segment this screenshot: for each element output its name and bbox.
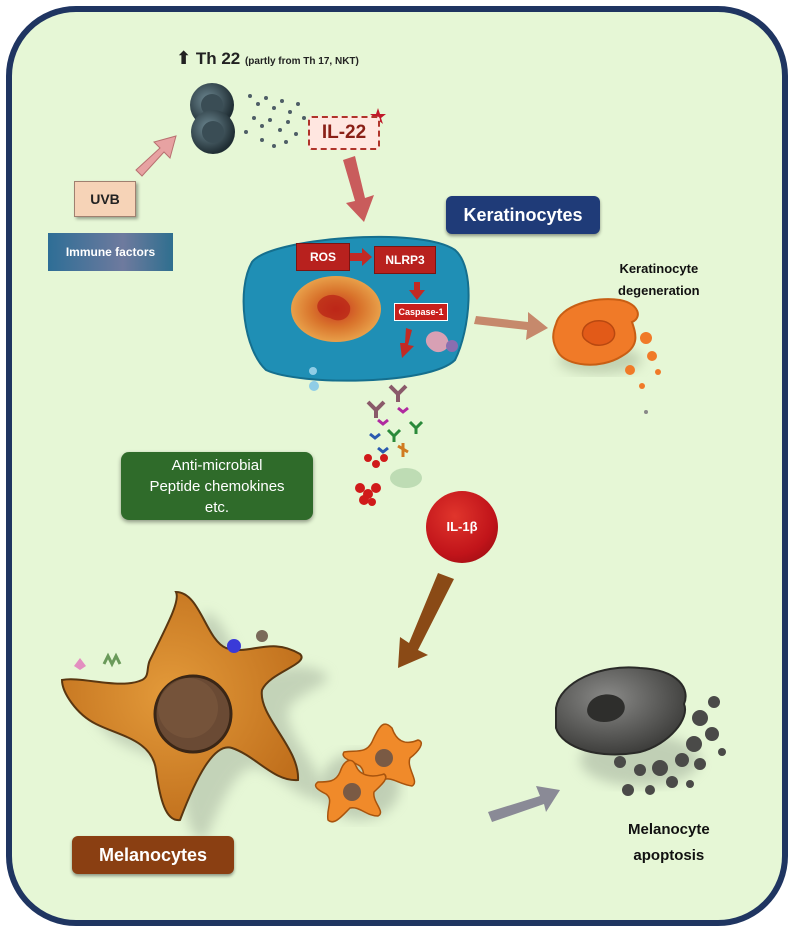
small-melanocytes [314,723,422,823]
receptor-icon [446,340,458,352]
receptor-icon [256,630,268,642]
t-cell-group [190,83,306,154]
il22-label: IL-22 [308,116,380,150]
amp-line2: Peptide chemokines [149,478,285,495]
keratinocyte-degeneration-line1: Keratinocyte [619,261,699,276]
nucleus-core [317,294,351,321]
t-cell-nucleus [202,121,224,143]
melanocytes-box: Melanocytes [72,836,234,874]
up-arrow-icon: ⬆ [176,48,192,68]
keratinocyte-degeneration-line2: degeneration [618,283,700,298]
keratinocytes-box: Keratinocytes [446,196,600,234]
immune-factors-box: Immune factors [48,233,173,271]
caspase-box: Caspase-1 [394,303,448,321]
receptor-icon [227,639,241,653]
il1b-circle: IL-1β [426,491,498,563]
arrow-il1b-to-melanocytes [398,573,454,668]
arrow-to-apoptosis [488,786,560,822]
apoptotic-melanocyte [555,666,726,796]
secreted-molecules [355,384,424,506]
vesicle [309,367,317,375]
nlrp3-box: NLRP3 [374,246,436,274]
arrow-nlrp3-to-caspase [409,282,425,300]
arrow-il22-to-keratinocyte [343,156,374,222]
degenerating-keratinocyte [552,298,661,414]
th22-note: (partly from Th 17, NKT) [244,56,359,67]
arrow-uvb-to-tcells [135,135,177,177]
receptor-icon [74,658,86,670]
inflammasome-icon [425,331,449,353]
vesicle [309,381,319,391]
receptor-icon [102,652,122,668]
th22-main: Th 22 [195,49,241,68]
large-melanocyte [60,590,328,841]
amp-line3: etc. [204,499,230,516]
arrow-caspase-out [400,328,414,358]
melanocyte-apoptosis-line2: apoptosis [633,847,705,864]
amp-line1: Anti-microbial [171,457,263,474]
uvb-box: UVB [74,181,136,217]
melanocyte-apoptosis-line1: Melanocyte [628,821,710,838]
keratinocyte-cell [242,235,470,391]
ros-box: ROS [296,243,350,271]
keratinocyte-degeneration-label: Keratinocyte degeneration [618,258,700,302]
cytokine-dots [244,94,306,148]
arrow-to-degeneration [474,312,548,340]
melanocyte-apoptosis-label: Melanocyte apoptosis [628,817,710,869]
th22-label: ⬆ Th 22 (partly from Th 17, NKT) [176,48,359,69]
arrow-ros-to-nlrp3 [350,248,372,266]
amp-box: Anti-microbial Peptide chemokines etc. [121,452,313,520]
